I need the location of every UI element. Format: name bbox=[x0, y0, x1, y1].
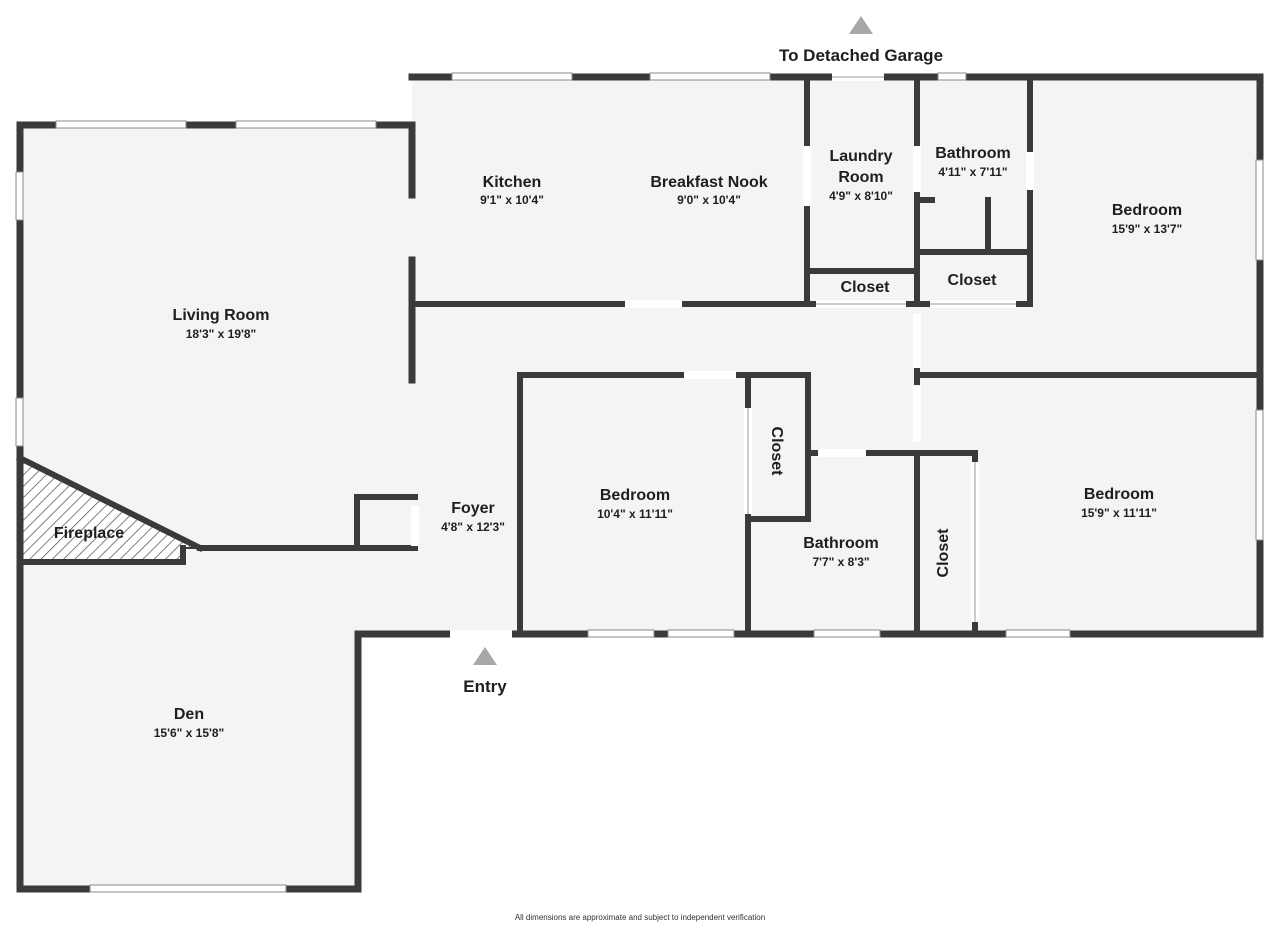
kitchen-dim: 9'1" x 10'4" bbox=[480, 193, 544, 207]
breakfast-nook-name: Breakfast Nook bbox=[650, 174, 767, 191]
living-room-dim: 18'3" x 19'8" bbox=[186, 327, 256, 341]
kitchen-name: Kitchen bbox=[483, 174, 542, 191]
fireplace-name: Fireplace bbox=[54, 525, 124, 542]
room-labels: Living Room 18'3" x 19'8" Kitchen 9'1" x… bbox=[54, 145, 1182, 740]
entry-arrow-icon bbox=[473, 647, 497, 665]
bedroom-middle-name: Bedroom bbox=[600, 487, 670, 504]
laundry-room-dim: 4'9" x 8'10" bbox=[829, 189, 893, 203]
doors bbox=[411, 73, 1034, 638]
garage-label: To Detached Garage bbox=[779, 46, 943, 65]
foyer-name: Foyer bbox=[451, 500, 495, 517]
laundry-room-name-line1: Laundry bbox=[829, 148, 892, 165]
garage-arrow-icon bbox=[849, 16, 873, 34]
den-dim: 15'6" x 15'8" bbox=[154, 726, 224, 740]
bedroom-top-right-name: Bedroom bbox=[1112, 202, 1182, 219]
living-room-name: Living Room bbox=[173, 307, 270, 324]
windows bbox=[15, 72, 1264, 893]
closet-vertical-mid-name: Closet bbox=[768, 427, 785, 477]
bathroom-top-dim: 4'11" x 7'11" bbox=[938, 165, 1007, 179]
laundry-room-name-line2: Room bbox=[838, 169, 883, 186]
closet-bath-top-name: Closet bbox=[948, 272, 998, 289]
den-name: Den bbox=[174, 706, 204, 723]
bedroom-bottom-right-name: Bedroom bbox=[1084, 486, 1154, 503]
bedroom-middle-dim: 10'4" x 11'11" bbox=[597, 507, 673, 521]
foyer-dim: 4'8" x 12'3" bbox=[441, 520, 505, 534]
bedroom-top-right-dim: 15'9" x 13'7" bbox=[1112, 222, 1182, 236]
disclaimer-text: All dimensions are approximate and subje… bbox=[515, 913, 765, 922]
bathroom-middle-name: Bathroom bbox=[803, 535, 879, 552]
bathroom-top-name: Bathroom bbox=[935, 145, 1011, 162]
bedroom-bottom-right-dim: 15'9" x 11'11" bbox=[1081, 506, 1157, 520]
entry-label: Entry bbox=[463, 677, 507, 696]
closet-laundry-name: Closet bbox=[841, 279, 891, 296]
closet-vertical-right-name: Closet bbox=[935, 528, 952, 578]
breakfast-nook-dim: 9'0" x 10'4" bbox=[677, 193, 741, 207]
bathroom-middle-dim: 7'7" x 8'3" bbox=[812, 555, 869, 569]
floor-areas bbox=[20, 77, 1260, 889]
